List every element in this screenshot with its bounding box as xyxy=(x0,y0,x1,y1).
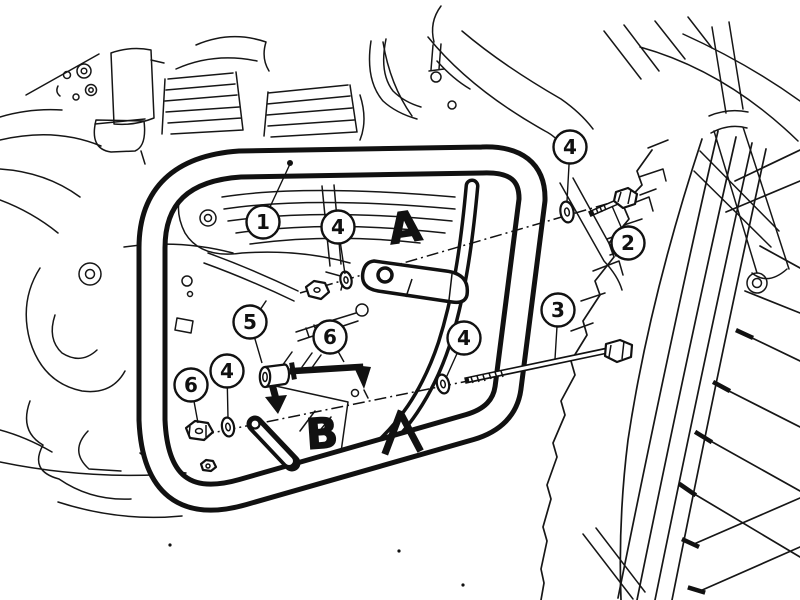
insert-arrow-right xyxy=(289,362,371,389)
hardware xyxy=(184,186,639,473)
callout-4-engine-left: 4 xyxy=(320,209,356,245)
callout-4-top-right: 4 xyxy=(552,129,588,165)
callouts: 1 4 4 2 3 4 4 5 xyxy=(173,129,646,424)
svg-text:1: 1 xyxy=(256,210,270,234)
svg-text:5: 5 xyxy=(243,310,257,334)
svg-text:2: 2 xyxy=(621,231,635,255)
axis-b xyxy=(201,380,469,436)
washer-bottom-left xyxy=(220,416,236,438)
washer-top-right xyxy=(559,200,575,224)
svg-text:6: 6 xyxy=(184,373,198,397)
svg-text:6: 6 xyxy=(323,325,337,349)
marker-a: A xyxy=(385,201,424,254)
axis-a xyxy=(299,195,635,294)
hex-nut-small xyxy=(199,458,218,473)
leader-dot xyxy=(287,160,293,166)
engine-sketch xyxy=(0,5,623,587)
callout-1: 1 xyxy=(245,204,281,240)
svg-text:4: 4 xyxy=(331,215,345,239)
bracket-b-strut xyxy=(246,409,424,472)
svg-text:4: 4 xyxy=(220,359,234,383)
front-wheel-sketch xyxy=(382,16,800,600)
svg-text:4: 4 xyxy=(563,135,577,159)
bracket-a-plate xyxy=(360,259,470,305)
callout-5: 5 xyxy=(232,304,268,340)
svg-text:3: 3 xyxy=(551,298,565,322)
svg-text:4: 4 xyxy=(457,326,471,350)
engine-guard-loop xyxy=(136,144,548,513)
washer-mid-right xyxy=(435,373,451,395)
bolt-axis-lines xyxy=(201,195,635,436)
hex-bolt-long xyxy=(464,338,634,384)
callout-4-mid-right: 4 xyxy=(446,320,482,356)
spacer-bushing xyxy=(258,363,291,389)
hex-bolt-short xyxy=(588,186,639,217)
washer-upper-left xyxy=(339,270,353,290)
callout-3: 3 xyxy=(540,292,576,328)
callout-6-bottom-left: 6 xyxy=(173,367,209,403)
marker-b: B xyxy=(304,408,339,459)
callout-2: 2 xyxy=(610,225,646,261)
hex-nut-upper xyxy=(304,279,331,301)
hex-nut-bottom xyxy=(184,419,215,442)
callout-6-center: 6 xyxy=(312,319,348,355)
callout-4-bottom-left: 4 xyxy=(209,353,245,389)
